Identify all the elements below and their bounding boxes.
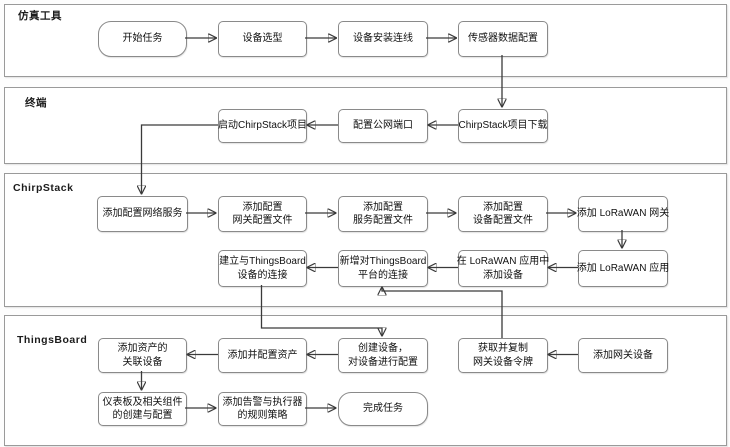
lane-label-thingsboard: ThingsBoard <box>17 334 88 346</box>
node-add-lorawan-app: 添加 LoRaWAN 应用 <box>577 250 669 287</box>
node-finish-task: 完成任务 <box>338 392 428 426</box>
node-add-configure-asset: 添加并配置资产 <box>218 338 307 373</box>
node-add-device-in-lorawan-app: 在 LoRaWAN 应用中 添加设备 <box>457 250 549 287</box>
node-configure-public-port: 配置公网端口 <box>338 109 428 143</box>
node-add-gateway-profile: 添加配置 网关配置文件 <box>218 196 307 232</box>
node-launch-chirpstack-project: 启动ChirpStack项目 <box>218 109 307 143</box>
lane-label-terminal: 终端 <box>25 97 47 109</box>
node-get-copy-gateway-token: 获取并复制 网关设备令牌 <box>458 338 548 373</box>
node-device-selection: 设备选型 <box>218 21 307 57</box>
node-device-install-wiring: 设备安装连线 <box>338 21 428 57</box>
node-add-device-profile: 添加配置 设备配置文件 <box>458 196 548 232</box>
node-add-service-profile: 添加配置 服务配置文件 <box>338 196 428 232</box>
node-create-configure-device: 创建设备， 对设备进行配置 <box>338 338 428 373</box>
node-sensor-data-config: 传感器数据配置 <box>458 21 548 57</box>
node-chirpstack-project-download: ChirpStack项目下载 <box>458 109 548 143</box>
node-add-network-service-config: 添加配置网络服务 <box>97 196 188 232</box>
lane-thingsboard <box>4 315 727 446</box>
node-add-asset-related-devices: 添加资产的 关联设备 <box>98 338 187 373</box>
node-add-lorawan-gateway: 添加 LoRaWAN 网关 <box>577 196 669 232</box>
lane-label-simulation-tool: 仿真工具 <box>18 10 62 22</box>
lane-label-chirpstack: ChirpStack <box>13 182 74 194</box>
node-add-alarm-rules: 添加告警与执行器 的规则策略 <box>218 392 307 426</box>
node-start-task: 开始任务 <box>98 21 187 57</box>
node-connect-thingsboard-device: 建立与ThingsBoard 设备的连接 <box>218 250 307 287</box>
node-add-gateway-device: 添加网关设备 <box>578 338 668 373</box>
node-dashboard-components: 仪表板及相关组件 的创建与配置 <box>98 392 187 426</box>
node-add-thingsboard-connection: 新增对ThingsBoard 平台的连接 <box>338 250 428 287</box>
